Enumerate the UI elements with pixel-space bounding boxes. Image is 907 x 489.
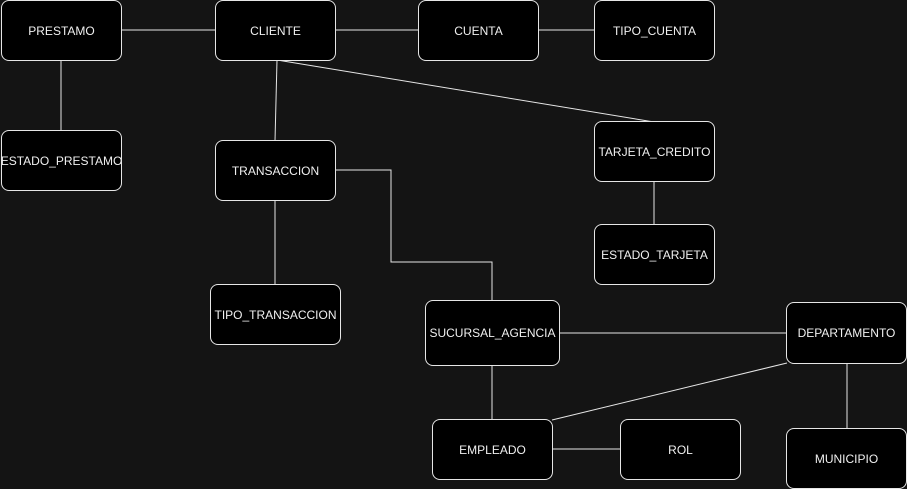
entity-cliente[interactable]: CLIENTE — [215, 0, 336, 61]
entity-prestamo[interactable]: PRESTAMO — [1, 0, 122, 61]
entity-cuenta[interactable]: CUENTA — [418, 0, 539, 61]
edge-transaccion-sucursal-agencia — [335, 169, 493, 301]
entity-rol[interactable]: ROL — [620, 419, 741, 480]
entity-estado-tarjeta[interactable]: ESTADO_TARJETA — [594, 224, 715, 285]
edge-cliente-transaccion — [274, 59, 278, 142]
entity-tipo-transaccion[interactable]: TIPO_TRANSACCION — [210, 284, 341, 345]
entity-departamento[interactable]: DEPARTAMENTO — [786, 302, 907, 364]
entity-sucursal-agencia[interactable]: SUCURSAL_AGENCIA — [425, 300, 560, 366]
entity-tarjeta-credito[interactable]: TARJETA_CREDITO — [594, 121, 715, 182]
edge-departamento-empleado — [551, 362, 788, 421]
edge-cliente-tarjeta-credito — [276, 59, 655, 123]
entity-transaccion[interactable]: TRANSACCION — [215, 140, 336, 201]
entity-municipio[interactable]: MUNICIPIO — [786, 428, 907, 489]
entity-estado-prestamo[interactable]: ESTADO_PRESTAMO — [1, 130, 122, 191]
entity-empleado[interactable]: EMPLEADO — [432, 419, 553, 480]
entity-tipo-cuenta[interactable]: TIPO_CUENTA — [594, 0, 715, 61]
